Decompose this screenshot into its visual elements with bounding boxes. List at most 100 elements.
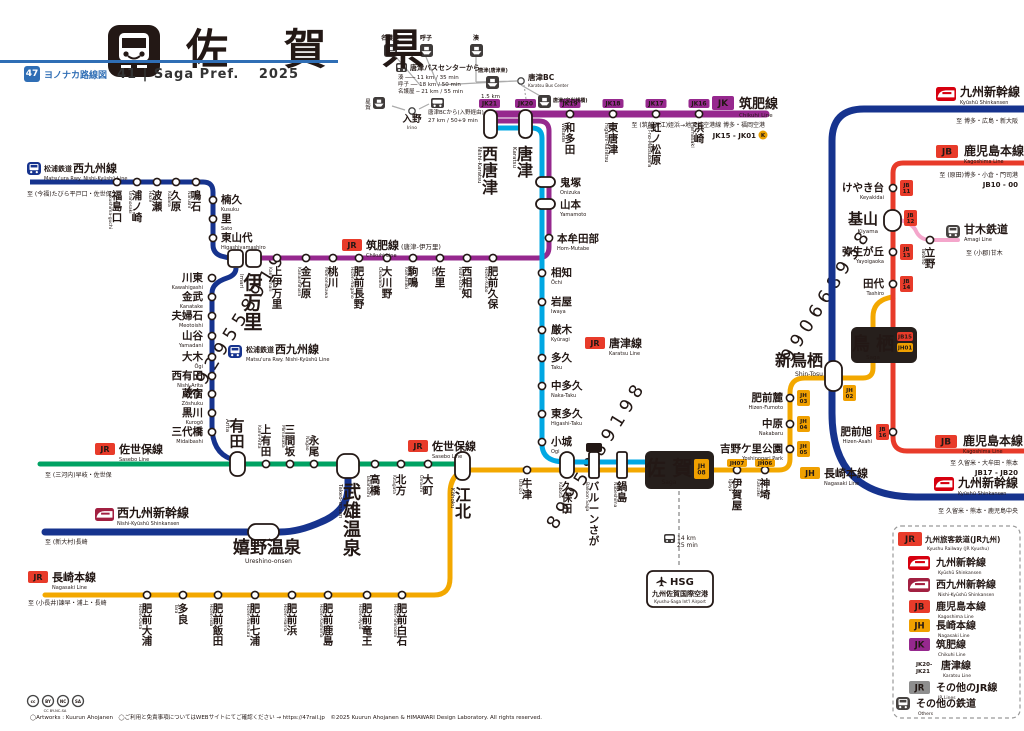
map-text: Igaya: [727, 479, 733, 492]
map-text: Naka-Taku: [551, 393, 576, 399]
map-text: 唐津(宝当桟橋): [553, 97, 588, 104]
map-text: 唐津BCから(入野経由): [428, 108, 484, 116]
map-text: (唐津-伊万里): [401, 242, 441, 251]
station-dot: [207, 352, 217, 362]
map-text: 久原: [170, 189, 182, 213]
station-dot: [462, 253, 472, 263]
shinkansen-icon: [936, 87, 956, 101]
map-text: Balloon Saga: [584, 482, 590, 512]
map-text: K: [761, 133, 766, 139]
map-text: Hizen-Ōura: [137, 604, 144, 629]
map-text: JH: [799, 393, 807, 399]
map-text: 波瀬: [152, 189, 163, 213]
station-dot: [732, 465, 742, 475]
map-text: Hizen-Asahi: [843, 439, 872, 445]
map-text: 名護屋 ─ 21 km / 55 min: [398, 87, 464, 95]
station-karatsu: [518, 109, 533, 139]
map-text: 松浦鉄道: [246, 345, 274, 354]
map-text: 蔵宿: [182, 387, 203, 400]
map-text: 厳木: [551, 323, 572, 336]
station-dot: [208, 233, 218, 243]
legend-title: 鹿児島本線: [936, 600, 986, 613]
map-text: 長崎本線: [52, 570, 96, 584]
bus-icon: [431, 98, 444, 108]
map-text: Keyakidai: [860, 195, 884, 201]
badge-jr-chikuhi-branch: [342, 239, 362, 251]
legend-sub: Kyushu Railway (JR Kyushu): [927, 546, 989, 552]
station-dot: [171, 177, 181, 187]
station-dot: [396, 459, 406, 469]
station-dot: [785, 393, 795, 403]
map-text: Hizen-Kubo: [483, 267, 489, 293]
map-text: Kubota: [557, 482, 563, 498]
map-text: JR: [99, 445, 109, 454]
map-text: JH07: [729, 461, 744, 467]
header: 佐賀県 47 ヨノナカ路線図 41 | Saga Pref. 2025: [0, 0, 1024, 95]
map-text: 鳴石: [190, 189, 202, 213]
map-text: 永尾: [308, 434, 320, 458]
station-dot: [925, 235, 935, 245]
map-text: 嬉野温泉: [232, 537, 302, 558]
map-text: 浜崎: [694, 121, 705, 145]
ring-marker: [517, 77, 525, 85]
station-balloon-saga: [588, 451, 600, 479]
map-text: 肥前飯田: [212, 603, 224, 648]
ring-marker: [26, 694, 40, 708]
map-text: 高橋: [370, 473, 381, 497]
station-dot: [435, 253, 445, 263]
map-text: 唐津線: [609, 336, 642, 350]
map-text: 13: [903, 253, 911, 259]
map-text: 16: [879, 433, 887, 439]
legend-sub: Nagasaki Line: [938, 633, 970, 639]
map-text: Kiyama: [858, 229, 879, 235]
station-dot: [213, 590, 223, 600]
map-text: 駒鳴: [407, 265, 419, 289]
ferry-icon: [470, 44, 483, 57]
map-text: 西唐津: [482, 145, 498, 197]
kyushu-shinkansen: [828, 105, 1024, 501]
map-text: 本牟田部: [557, 232, 599, 245]
map-text: 14 km: [677, 535, 696, 542]
map-text: Kurogō: [186, 420, 203, 426]
map-text: 黒川: [182, 407, 203, 419]
map-text: 鹿児島本線: [964, 143, 1024, 158]
brand-number-icon: 47: [24, 66, 40, 82]
map-text: Nishi-Kyūshū Shinkansen: [117, 521, 179, 527]
map-text: 長崎本線: [824, 466, 868, 480]
map-text: 多良: [178, 602, 189, 626]
map-text: 湊: [473, 34, 479, 42]
map-text: 甘木鉄道: [964, 222, 1008, 236]
map-text: 11: [903, 189, 911, 195]
map-text: 九州新幹線: [957, 475, 1018, 490]
map-text: 至 (筑前深江)姪浜→地下鉄空港線 博多・福岡空港: [631, 121, 765, 129]
map-text: JH: [913, 622, 924, 632]
map-text: Hizen-Iida: [208, 604, 214, 627]
copyright-text: ◯Artworks : Kuurun Ahojanen ◯ご利用と免責事項につい…: [30, 713, 542, 721]
station-dot: [301, 253, 311, 263]
station-dot: [309, 459, 319, 469]
badge-jk-label: [712, 96, 734, 110]
map-text: 鍋島: [617, 480, 628, 504]
badge-jb-top: [936, 145, 958, 158]
map-text: JB: [902, 247, 909, 253]
map-text: JK: [717, 99, 729, 109]
map-text: 筑肥線: [739, 96, 779, 112]
map-text: Kami-Imari: [267, 267, 273, 291]
map-text: Taku: [550, 365, 562, 371]
badge-jr-karatsu: [585, 337, 605, 349]
label-tosu: 鳥 栖: [852, 333, 894, 355]
map-text: 佐里: [434, 265, 446, 289]
legend-title: 西九州新幹線: [936, 578, 996, 591]
ferry-icon: [486, 76, 499, 89]
map-text: Ushizu: [517, 479, 523, 494]
map-text: Saga: [662, 479, 677, 486]
map-text: 大川野: [381, 265, 393, 300]
map-text: 至 (新大村)長崎: [45, 538, 88, 546]
cc-icon: BY: [45, 699, 51, 704]
map-text: 肥前旭: [841, 425, 873, 438]
station-dot: [888, 427, 898, 437]
legend-badge: [909, 619, 930, 632]
map-text: Karatsu Bus Center: [528, 83, 569, 88]
map-text: 25 min: [677, 542, 698, 549]
map-text: 唐津BC: [528, 72, 555, 82]
